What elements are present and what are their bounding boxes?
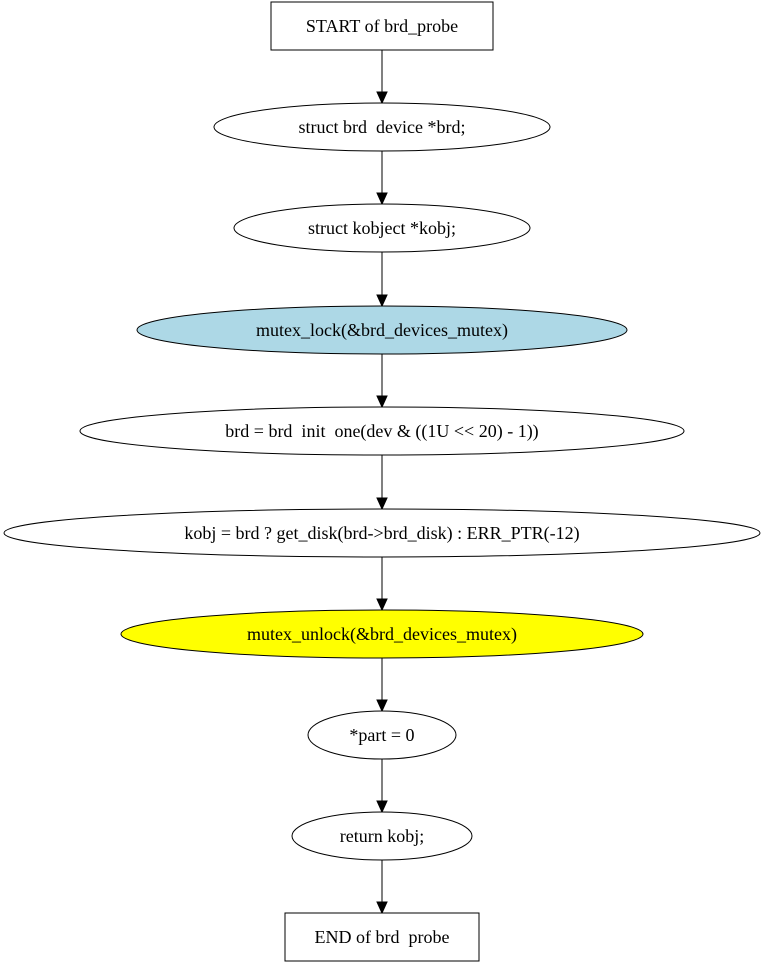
node-label: mutex_lock(&brd_devices_mutex) <box>256 320 508 341</box>
edge-unlock-to-part <box>376 658 388 713</box>
edge-get-disk-to-unlock <box>376 557 388 612</box>
node-decl-brd: struct brd device *brd; <box>213 102 551 152</box>
node-label: mutex_unlock(&brd_devices_mutex) <box>247 624 517 645</box>
node-ellipse <box>79 406 685 456</box>
node-label: *part = 0 <box>349 725 414 745</box>
arrowhead <box>376 294 388 308</box>
arrowhead <box>376 497 388 511</box>
edge-decl-brd-to-decl-kobj <box>376 151 388 206</box>
node-label: END of brd probe <box>315 927 450 947</box>
node-end: END of brd probe <box>284 912 480 962</box>
node-decl-kobj: struct kobject *kobj; <box>233 203 531 253</box>
edge-init-one-to-get-disk <box>376 455 388 511</box>
arrowhead <box>376 699 388 713</box>
node-get-disk: kobj = brd ? get_disk(brd->brd_disk) : E… <box>3 508 761 558</box>
node-box <box>270 1 494 51</box>
node-init-one: brd = brd init one(dev & ((1U << 20) - 1… <box>79 406 685 456</box>
node-ellipse <box>291 811 473 861</box>
node-ellipse <box>213 102 551 152</box>
arrowhead <box>376 800 388 814</box>
arrowhead <box>376 192 388 206</box>
node-label: struct brd device *brd; <box>299 117 466 137</box>
edge-decl-kobj-to-lock <box>376 252 388 308</box>
node-ellipse <box>120 609 644 659</box>
edge-ret-to-end <box>376 860 388 915</box>
node-ellipse <box>136 305 628 355</box>
arrowhead <box>376 395 388 409</box>
node-start: START of brd_probe <box>270 1 494 51</box>
node-part: *part = 0 <box>307 710 457 760</box>
node-label: return kobj; <box>340 826 424 846</box>
node-lock: mutex_lock(&brd_devices_mutex) <box>136 305 628 355</box>
edges-layer <box>376 50 388 915</box>
edge-lock-to-init-one <box>376 354 388 409</box>
arrowhead <box>376 901 388 915</box>
node-ellipse <box>307 710 457 760</box>
node-ellipse <box>233 203 531 253</box>
node-box <box>284 912 480 962</box>
edge-part-to-ret <box>376 759 388 814</box>
node-label: brd = brd init one(dev & ((1U << 20) - 1… <box>225 421 538 442</box>
node-unlock: mutex_unlock(&brd_devices_mutex) <box>120 609 644 659</box>
edge-start-to-decl-brd <box>376 50 388 105</box>
node-label: struct kobject *kobj; <box>308 218 456 238</box>
node-label: START of brd_probe <box>306 16 458 36</box>
arrowhead <box>376 598 388 612</box>
node-ret: return kobj; <box>291 811 473 861</box>
node-ellipse <box>3 508 761 558</box>
arrowhead <box>376 91 388 105</box>
node-label: kobj = brd ? get_disk(brd->brd_disk) : E… <box>184 523 579 544</box>
